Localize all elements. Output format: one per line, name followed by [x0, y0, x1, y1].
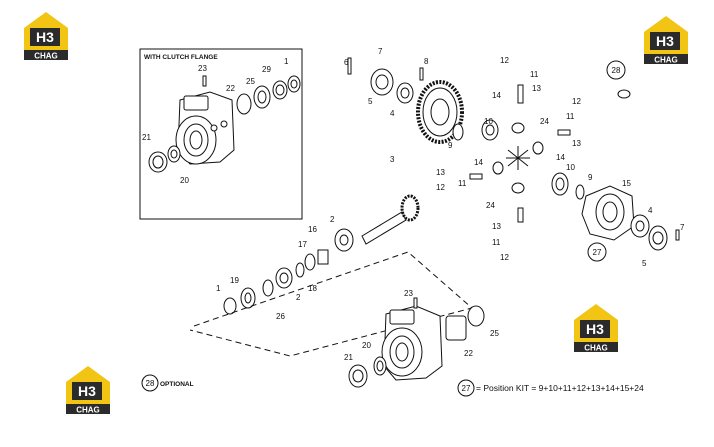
callout: 19 — [230, 276, 239, 285]
callout: 22 — [464, 349, 473, 358]
upper-callouts: 6 7 8 5 4 10 9 3 12 11 13 14 24 12 11 13… — [344, 47, 685, 268]
callout: 3 — [390, 155, 395, 164]
callout: 8 — [424, 57, 429, 66]
logo-text: H3 — [78, 383, 96, 399]
callout: 11 — [458, 179, 467, 188]
callout: 17 — [298, 240, 307, 249]
callout: 16 — [308, 225, 317, 234]
bottom-assembly — [348, 297, 485, 388]
callout: 13 — [572, 139, 581, 148]
callout: 13 — [532, 84, 541, 93]
callout: 15 — [622, 179, 631, 188]
callout: 9 — [588, 173, 593, 182]
logo-bottom-left: H3 CHAG — [66, 366, 110, 415]
callout: 2 — [296, 293, 301, 302]
logo-text: H3 — [656, 33, 674, 49]
callout: 21 — [344, 353, 353, 362]
legend-optional: 28 OPTIONAL — [141, 374, 194, 392]
callout: 24 — [486, 201, 495, 210]
callout: 7 — [378, 47, 383, 56]
inset-callouts: 23 22 25 29 1 21 20 — [142, 57, 289, 185]
callout: 11 — [566, 112, 575, 121]
callout: 29 — [262, 65, 271, 74]
callout: 26 — [276, 312, 285, 321]
callout: 20 — [180, 176, 189, 185]
callout-28: 28 — [612, 66, 621, 75]
inset-clutch-flange: WITH CLUTCH FLANGE 23 — [139, 48, 303, 220]
callout: 20 — [362, 341, 371, 350]
ring-gear — [416, 80, 464, 144]
inset-housing — [175, 91, 235, 165]
callout: 13 — [436, 168, 445, 177]
logo-sub: CHAG — [584, 344, 608, 353]
callout: 13 — [492, 222, 501, 231]
logo-top-left: H3 CHAG — [24, 12, 68, 61]
callout: 25 — [246, 77, 255, 86]
circled-callouts: 28 27 — [587, 60, 626, 262]
callout: 11 — [492, 238, 501, 247]
inset-parts — [148, 75, 301, 173]
callout: 4 — [390, 109, 395, 118]
kit-text: = Position KIT = 9+10+11+12+13+14+15+24 — [476, 383, 644, 393]
callout: 25 — [490, 329, 499, 338]
callout: 12 — [572, 97, 581, 106]
callout: 7 — [680, 223, 685, 232]
callout: 21 — [142, 133, 151, 142]
callout: 14 — [474, 158, 483, 167]
callout: 22 — [226, 84, 235, 93]
logo-mid-right: H3 CHAG — [574, 304, 618, 353]
legend-kit: 27 = Position KIT = 9+10+11+12+13+14+15+… — [457, 379, 644, 397]
callout: 10 — [484, 117, 493, 126]
callout: 23 — [404, 289, 413, 298]
callout: 6 — [344, 58, 349, 67]
callout: 2 — [330, 215, 335, 224]
logo-text: H3 — [36, 29, 54, 45]
logo-top-right: H3 CHAG — [644, 16, 688, 65]
callout: 12 — [436, 183, 445, 192]
callout-27: 27 — [593, 248, 602, 257]
upper-assembly — [347, 57, 680, 251]
logo-sub: CHAG — [76, 406, 100, 415]
callout: 5 — [642, 259, 647, 268]
callout: 10 — [566, 163, 575, 172]
pinion-shaft — [361, 194, 420, 245]
logo-sub: CHAG — [34, 52, 58, 61]
spider-cross — [506, 146, 530, 170]
inset-title: WITH CLUTCH FLANGE — [144, 54, 218, 61]
callout: 1 — [216, 284, 221, 293]
callout: 1 — [284, 57, 289, 66]
diff-case — [581, 185, 635, 241]
bottom-callouts: 23 22 25 20 21 — [344, 289, 499, 362]
optional-num: 28 — [146, 379, 155, 388]
callout: 12 — [500, 253, 509, 262]
callout: 14 — [492, 91, 501, 100]
callout: 24 — [540, 117, 549, 126]
callout: 14 — [556, 153, 565, 162]
logo-sub: CHAG — [654, 56, 678, 65]
lower-parts — [223, 228, 354, 315]
callout: 9 — [448, 141, 453, 150]
callout: 4 — [648, 206, 653, 215]
kit-num: 27 — [462, 384, 471, 393]
logo-text: H3 — [586, 321, 604, 337]
callout: 5 — [368, 97, 373, 106]
callout: 12 — [500, 56, 509, 65]
callout: 23 — [198, 64, 207, 73]
lower-callouts: 13 12 11 14 24 13 11 12 16 2 17 18 1 19 … — [216, 158, 509, 321]
callout: 18 — [308, 284, 317, 293]
callout: 11 — [530, 70, 539, 79]
optional-label: OPTIONAL — [160, 381, 194, 388]
